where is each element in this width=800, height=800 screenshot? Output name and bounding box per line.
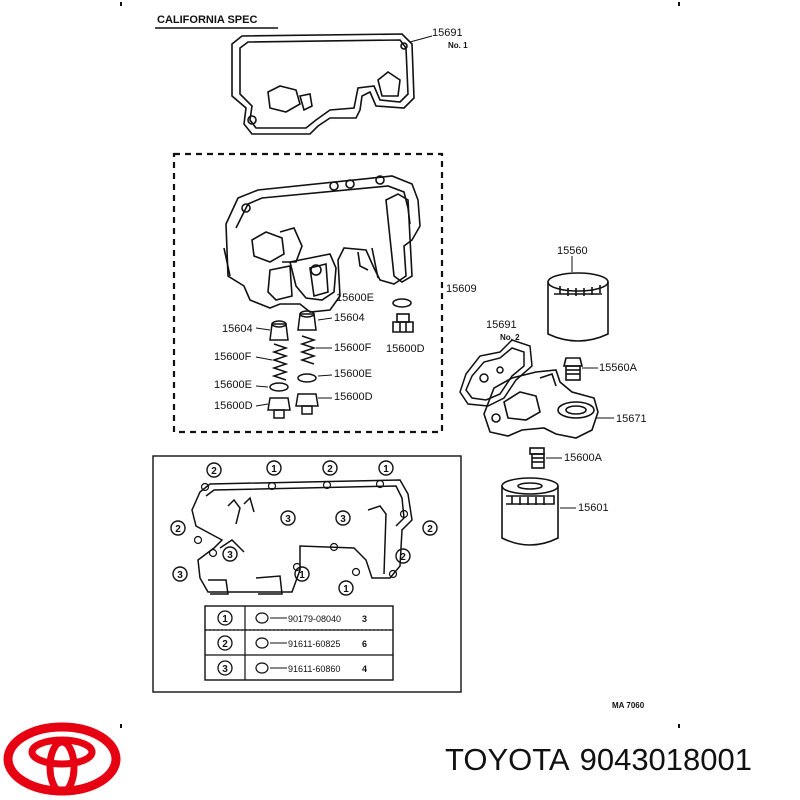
legend-row: 1 90179-08040 3 (217, 610, 367, 626)
label-ma-code: MA 7060 (612, 701, 645, 710)
oil-filter-15560 (547, 272, 609, 342)
callout-marker: 2 (322, 460, 338, 476)
callout-number: 2 (427, 524, 433, 535)
brand-part-number: 9043018001 (579, 742, 753, 777)
callout-number: 2 (327, 464, 333, 475)
callout-marker: 1 (378, 460, 394, 476)
callout-marker: 3 (172, 566, 188, 582)
label-15600E-c: 15600E (334, 368, 372, 380)
legend-quantity: 6 (362, 639, 367, 649)
callout-number: 2 (400, 552, 406, 563)
legend-row: 2 91611-60825 6 (217, 635, 367, 651)
legend-number: 3 (222, 664, 228, 675)
label-15604-b: 15604 (334, 312, 365, 324)
label-15600A: 15600A (564, 452, 603, 464)
brand-caption: TOYOTA 9043018001 (445, 742, 762, 778)
callout-number: 3 (285, 514, 291, 525)
label-15600E-b: 15600E (214, 379, 252, 391)
brand-name: TOYOTA (445, 742, 570, 777)
valve-stack-right (295, 310, 319, 415)
label-15600D-a: 15600D (386, 343, 425, 355)
gasket-no2 (459, 339, 533, 407)
callout-number: 3 (227, 550, 233, 561)
legend-table: 1 90179-08040 3 2 91611-60825 6 3 91611-60860 4 (204, 605, 394, 681)
label-15691-top: 15691 (432, 27, 463, 39)
callout-marker: 3 (222, 546, 238, 562)
callout-number: 1 (299, 570, 305, 581)
callout-number: 1 (271, 464, 277, 475)
label-15609: 15609 (446, 283, 477, 295)
callout-marker: 2 (206, 462, 222, 478)
callout-marker: 3 (280, 510, 296, 526)
callout-number: 1 (383, 464, 389, 475)
legend-number: 1 (222, 614, 228, 625)
label-15604-a: 15604 (222, 323, 253, 335)
legend-part-number: 91611-60860 (288, 664, 340, 674)
label-15600F-b: 15600F (334, 342, 372, 354)
label-no1: No. 1 (448, 41, 468, 50)
oil-cooler-assembly (223, 175, 421, 313)
callout-marker: 2 (422, 520, 438, 536)
callout-markers: 2 1 2 1 2 3 3 2 3 3 2 1 1 (170, 460, 438, 596)
bolt-icon (255, 662, 269, 674)
callout-number: 2 (211, 466, 217, 477)
label-15600D-c: 15600D (334, 391, 373, 403)
legend-quantity: 4 (362, 664, 367, 674)
callout-number: 3 (340, 514, 346, 525)
toyota-logo (3, 722, 121, 796)
gasket-no1 (231, 33, 415, 135)
callout-marker: 1 (338, 580, 354, 596)
plug-15560a (562, 357, 584, 381)
plug-15600a (529, 447, 545, 469)
callout-marker: 1 (294, 566, 310, 582)
plug-15600d-right (392, 313, 414, 333)
label-15600D-b: 15600D (214, 400, 253, 412)
callout-number: 1 (343, 584, 349, 595)
label-15600E-a: 15600E (336, 292, 374, 304)
bolt-icon (255, 612, 269, 624)
callout-marker: 2 (170, 520, 186, 536)
callout-marker: 1 (266, 460, 282, 476)
legend-part-number: 90179-08040 (288, 614, 341, 624)
filter-bracket-15671 (483, 369, 599, 439)
cooler-outline-bottom (191, 479, 413, 595)
callout-number: 2 (175, 524, 181, 535)
legend-number: 2 (222, 639, 228, 650)
label-15601: 15601 (578, 502, 609, 514)
label-15691-mid: 15691 (486, 319, 517, 331)
label-15600F-a: 15600F (214, 351, 252, 363)
label-15560A: 15560A (599, 362, 638, 374)
assembly-box (172, 152, 444, 434)
corner-marks (120, 2, 680, 728)
legend-row: 3 91611-60860 4 (217, 660, 367, 676)
oil-filter-15601 (501, 477, 559, 546)
legend-part-number: 91611-60825 (288, 639, 340, 649)
label-no2: No. 2 (500, 333, 520, 342)
bolt-holes (193, 479, 409, 579)
bolt-location-box (152, 455, 462, 693)
washer-15600e (392, 298, 412, 308)
legend-quantity: 3 (362, 614, 367, 624)
callout-marker: 3 (335, 510, 351, 526)
bolt-icon (255, 637, 269, 649)
callout-number: 3 (177, 570, 183, 581)
label-15671: 15671 (616, 413, 647, 425)
spec-title: CALIFORNIA SPEC (157, 14, 257, 26)
label-15560: 15560 (557, 245, 588, 257)
callout-marker: 2 (395, 548, 411, 564)
valve-stack-left (267, 320, 291, 419)
